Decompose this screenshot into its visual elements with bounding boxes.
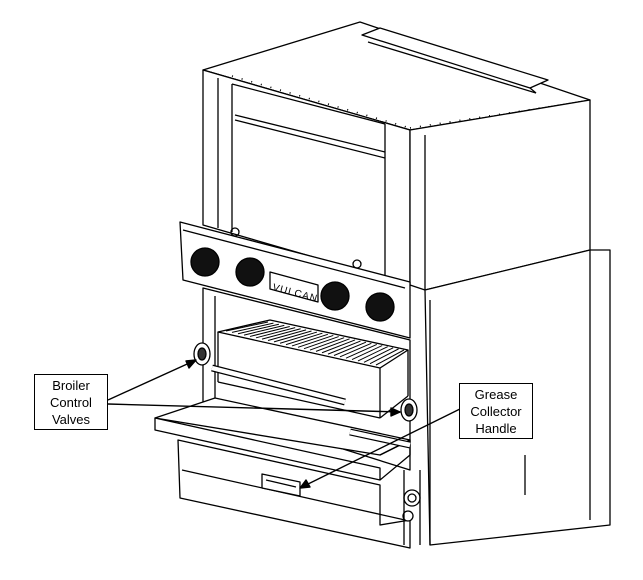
- knob-2: [235, 257, 265, 287]
- grate-rib: [369, 348, 399, 365]
- grate-rib: [249, 325, 290, 337]
- gas-fittings: [402, 470, 421, 545]
- grate-rib: [357, 346, 388, 362]
- grate-rib: [237, 323, 279, 335]
- grate-rib: [231, 322, 274, 333]
- grate-rib: [363, 347, 394, 363]
- top-rail: [361, 27, 549, 89]
- grate-rib: [285, 332, 323, 346]
- callout-broiler-control-valves: Broiler Control Valves: [34, 374, 108, 430]
- grate-ribs: [225, 321, 405, 366]
- grate-rib: [333, 341, 367, 356]
- grate-rib: [375, 349, 405, 366]
- leader-broiler-right: [107, 403, 401, 413]
- grease-collector: [177, 439, 411, 549]
- grate-rib: [303, 336, 339, 350]
- knob-4: [365, 292, 395, 322]
- callout-line: Handle: [475, 421, 517, 436]
- callout-line: Collector: [470, 404, 522, 419]
- leader-broiler-left: [107, 359, 197, 401]
- knob-3: [320, 281, 350, 311]
- brand-badge-plate: [269, 271, 319, 303]
- callout-line: Control: [50, 395, 92, 410]
- grate-rib: [321, 339, 356, 354]
- grate-rib: [339, 342, 372, 358]
- broiler-grate: [211, 319, 409, 419]
- grate-rib: [267, 329, 307, 342]
- callout-leaders: [107, 359, 467, 489]
- callout-line: Grease: [474, 387, 518, 402]
- control-panel: [179, 221, 411, 339]
- drop-shelf: [154, 397, 411, 481]
- grease-collector-handle: [261, 473, 301, 497]
- grate-rib: [261, 328, 301, 340]
- callout-line: Broiler: [52, 378, 90, 393]
- grate-rib: [279, 331, 318, 344]
- grate-rib: [291, 333, 328, 347]
- grate-rib: [309, 337, 345, 351]
- grate-rib: [345, 343, 378, 359]
- broiler-control-valve-right: [400, 398, 418, 422]
- leader-grease: [299, 405, 467, 489]
- grate-rib: [225, 321, 269, 332]
- grate-rib: [327, 340, 361, 355]
- broiler-control-valve-left: [193, 342, 211, 366]
- grate-rib: [273, 330, 312, 343]
- grate-rib: [297, 334, 334, 348]
- grate-rib: [255, 327, 296, 339]
- grate-rib: [351, 345, 383, 361]
- top-dots: [231, 75, 581, 129]
- grate-rib: [243, 324, 285, 336]
- grate-rib: [315, 338, 350, 352]
- callout-grease-collector-handle: Grease Collector Handle: [459, 383, 533, 439]
- callout-line: Valves: [51, 412, 91, 427]
- upper-cabinet: [202, 21, 591, 291]
- knob-1: [190, 247, 220, 277]
